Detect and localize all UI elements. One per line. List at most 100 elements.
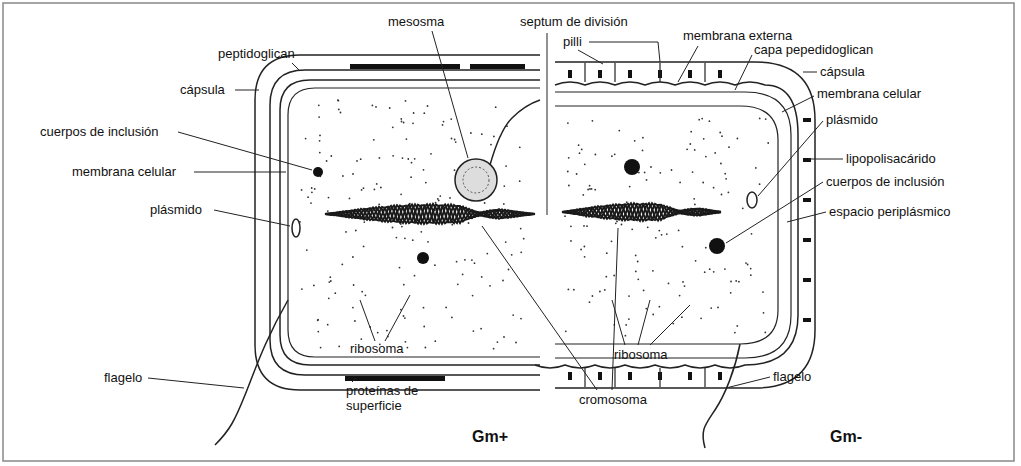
- chromosome-strand: [562, 203, 721, 221]
- ribosome-dot: [360, 158, 362, 160]
- ribosome-dot: [413, 112, 415, 114]
- ribosome-dot: [317, 319, 319, 321]
- ribosome-dot: [668, 283, 670, 285]
- ribosome-dot: [709, 120, 711, 122]
- ribosome-dot: [742, 207, 744, 209]
- ribosome-dot: [681, 316, 683, 318]
- ribosome-dot: [655, 237, 657, 239]
- ribosome-dot: [374, 189, 376, 191]
- ribosome-dot: [631, 228, 633, 230]
- ribosome-dot: [642, 150, 644, 152]
- ribosome-dot: [763, 312, 765, 314]
- ribosomes: [299, 99, 769, 349]
- ribosome-dot: [621, 224, 623, 226]
- ribosome-dot: [363, 221, 365, 223]
- ribosome-dot: [457, 283, 459, 285]
- chromosome-strand: [325, 204, 535, 223]
- lps-block: [803, 278, 811, 282]
- ribosome-dot: [611, 155, 613, 157]
- ribosome-dot: [693, 198, 695, 200]
- ribosome-dot: [318, 104, 320, 106]
- ribosome-dot: [326, 160, 328, 162]
- ribosome-dot: [503, 203, 505, 205]
- ribosome-dot: [713, 271, 715, 273]
- lps-block: [568, 372, 572, 380]
- ribosome-dot: [375, 106, 377, 108]
- ribosome-dot: [719, 132, 721, 134]
- ribosome-dot: [689, 143, 691, 145]
- ribosome-dot: [505, 241, 507, 243]
- ribosome-dot: [519, 146, 521, 148]
- flagellum: [703, 344, 740, 448]
- ribosome-dot: [594, 189, 596, 191]
- ribosome-dot: [567, 122, 569, 124]
- ribosome-dot: [455, 141, 457, 143]
- flagellum: [215, 300, 288, 445]
- gram-positive-cell: [255, 55, 540, 390]
- part-label: peptidoglican: [218, 46, 295, 61]
- ribosome-dot: [310, 202, 312, 204]
- ribosome-dot: [414, 158, 416, 160]
- ribosome-dot: [403, 284, 405, 286]
- ribosome-dot: [515, 342, 517, 344]
- ribosome-dot: [386, 330, 388, 332]
- ribosome-dot: [520, 228, 522, 230]
- part-label: proteínas de superficie: [346, 383, 446, 413]
- ribosome-dot: [584, 246, 586, 248]
- ribosome-dot: [606, 252, 608, 254]
- ribosome-dot: [728, 192, 730, 194]
- ribosome-dot: [400, 193, 402, 195]
- ribosome-dot: [437, 198, 439, 200]
- ribosome-dot: [695, 260, 697, 262]
- ribosome-dot: [725, 178, 727, 180]
- ribosome-dot: [616, 221, 618, 223]
- ribosome-dot: [647, 226, 649, 228]
- part-label: capa pepedidoglican: [754, 42, 873, 57]
- ribosome-dot: [505, 165, 507, 167]
- ribosome-dot: [587, 189, 589, 191]
- chromosome-strand: [562, 203, 721, 221]
- ribosome-dot: [352, 173, 354, 175]
- ribosome-dot: [678, 230, 680, 232]
- ribosome-dot: [700, 317, 702, 319]
- plasmid: [747, 192, 757, 208]
- lps-block: [803, 238, 811, 242]
- ribosome-dot: [338, 100, 340, 102]
- ribosome-dot: [625, 335, 627, 337]
- ribosome-dot: [486, 253, 488, 255]
- ribosome-dot: [481, 276, 483, 278]
- ribosome-dot: [652, 270, 654, 272]
- ribosome-dot: [615, 222, 617, 224]
- ribosome-dot: [318, 116, 320, 118]
- ribosome-dot: [473, 330, 475, 332]
- ribosome-dot: [412, 122, 414, 124]
- ribosome-dot: [376, 183, 378, 185]
- capsule-outline: [255, 55, 540, 390]
- ribosome-dot: [736, 325, 738, 327]
- ribosome-dot: [629, 186, 631, 188]
- ribosome-dot: [480, 328, 482, 330]
- ribosome-dot: [721, 135, 723, 137]
- ribosome-dot: [481, 133, 483, 135]
- ribosome-dot: [586, 225, 588, 227]
- ribosome-dot: [405, 341, 407, 343]
- ribosome-dot: [625, 324, 627, 326]
- ribosome-dot: [759, 183, 761, 185]
- ribosome-dot: [702, 182, 704, 184]
- ribosome-dot: [471, 259, 473, 261]
- pilus: [704, 368, 705, 387]
- ribosome-dot: [637, 278, 639, 280]
- ribosome-dot: [755, 167, 757, 169]
- lps-block: [718, 372, 722, 380]
- ribosome-dot: [764, 332, 766, 334]
- ribosome-dot: [410, 176, 412, 178]
- ribosome-dot: [402, 157, 404, 159]
- lipopolysaccharide: [568, 70, 811, 380]
- peptidoglycan-outer: [270, 70, 540, 375]
- part-label: membrana celular: [817, 86, 921, 101]
- ribosome-dot: [327, 210, 329, 212]
- ribosome-dot: [361, 189, 363, 191]
- ribosome-dot: [523, 238, 525, 240]
- ribosome-dot: [317, 319, 319, 321]
